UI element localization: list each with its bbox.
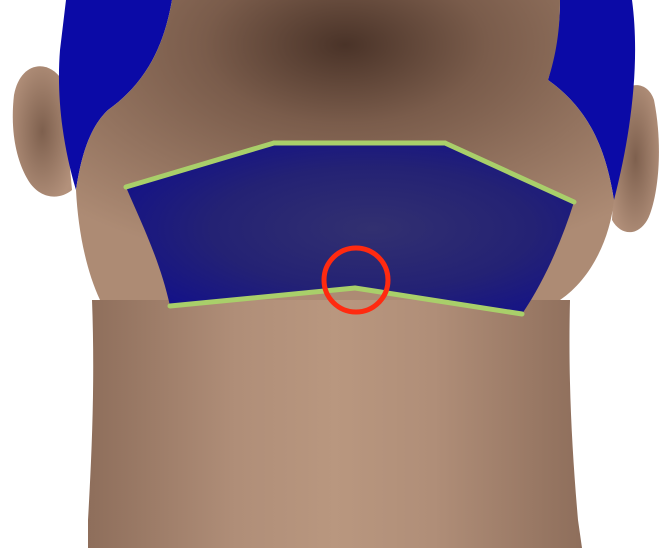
neck-shape [88,300,582,548]
